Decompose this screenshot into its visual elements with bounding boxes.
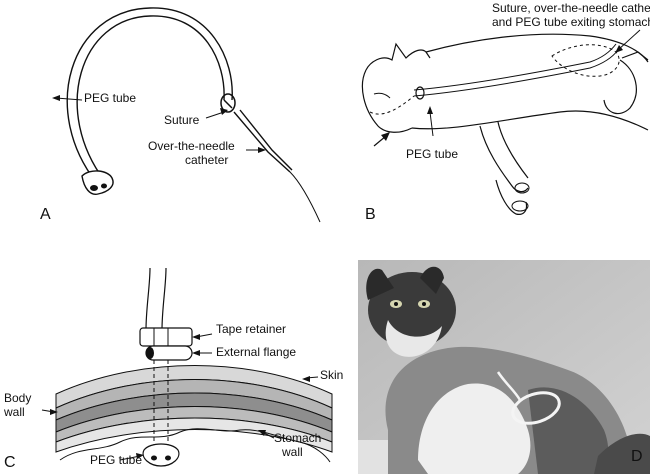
peg-tube-drawing <box>52 7 321 223</box>
cat-drawing <box>361 29 649 215</box>
panel-c: Tape retainer External flange Skin Body … <box>0 246 358 474</box>
peg-tube-label-c: PEG tube <box>90 453 143 467</box>
stomach-wall-label-line2: wall <box>282 445 303 459</box>
skin-label: Skin <box>320 368 344 382</box>
body-wall-label-line1: Body <box>4 391 32 405</box>
panel-letter-c: C <box>4 454 16 471</box>
cat-photo-panel-d: D <box>358 260 650 474</box>
caption-line1: Suture, over-the-needle catheter, <box>492 1 650 15</box>
peg-tube-label-a: PEG tube <box>84 91 137 105</box>
tape-retainer-label: Tape retainer <box>216 322 287 336</box>
suture-label: Suture <box>164 113 200 127</box>
panel-a: PEG tube Suture Over-the-needle catheter… <box>0 0 330 230</box>
external-flange-label: External flange <box>216 345 297 359</box>
catheter-label-line2: catheter <box>185 153 229 167</box>
panel-letter-d: D <box>631 448 643 465</box>
panel-b: Suture, over-the-needle catheter, and PE… <box>330 0 650 230</box>
body-wall-cross-section <box>41 267 333 467</box>
stomach-wall-label-line1: Stomach <box>274 431 322 445</box>
cat-photo <box>358 260 650 474</box>
body-wall-label-line2: wall <box>4 405 25 419</box>
peg-tube-label-b: PEG tube <box>406 147 459 161</box>
panel-letter-b: B <box>365 206 376 223</box>
panel-letter-a: A <box>40 206 51 223</box>
catheter-label-line1: Over-the-needle <box>148 139 235 153</box>
caption-line2: and PEG tube exiting stomach <box>492 15 650 29</box>
